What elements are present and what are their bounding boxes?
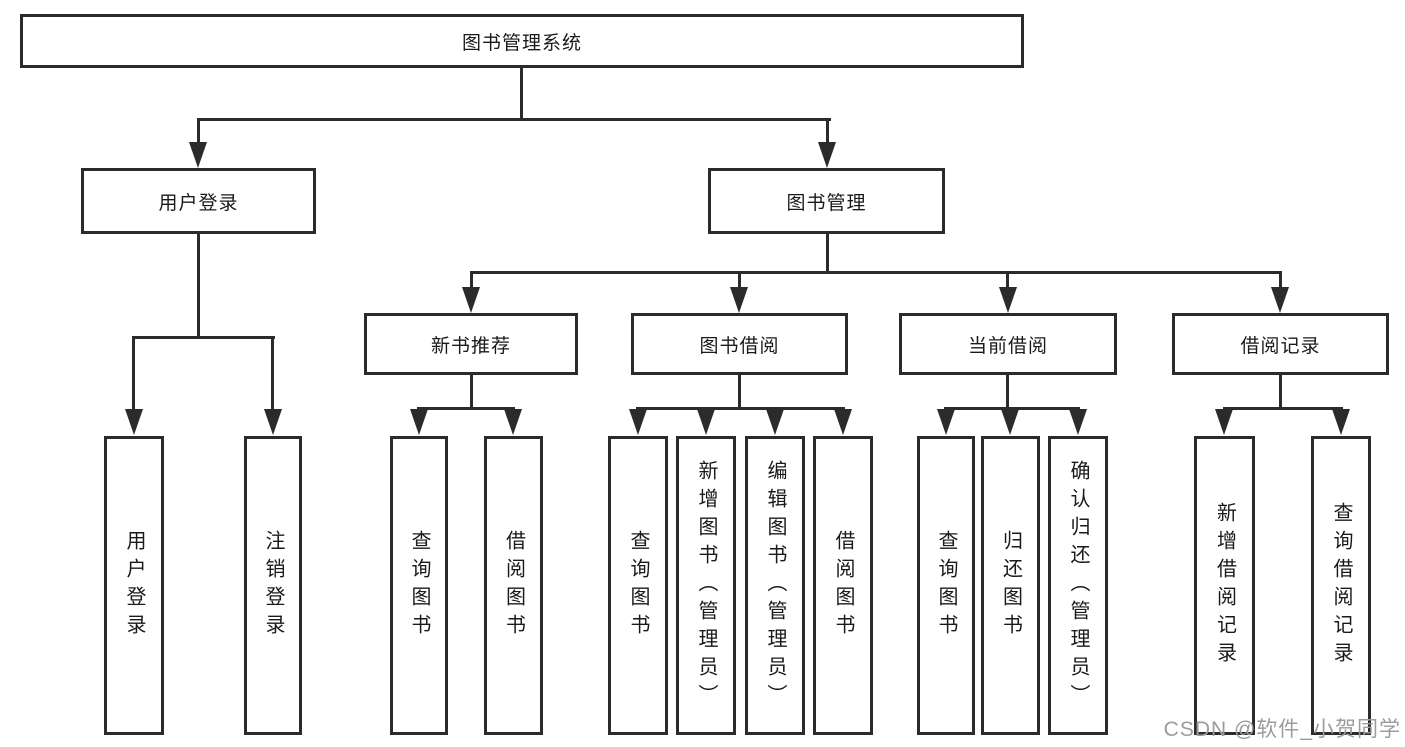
arrow-down-icon: [462, 287, 480, 313]
arrow-down-icon: [629, 409, 647, 435]
leaf-edit-book-admin-label: 编辑图书（管理员）: [764, 459, 786, 712]
leaf-borrow-books-nbr: 借阅图书: [484, 436, 543, 735]
arrow-down-icon: [1001, 409, 1019, 435]
leaf-return-books: 归还图书: [981, 436, 1040, 735]
leaf-query-borrow-record: 查询借阅记录: [1311, 436, 1371, 735]
node-user-login: 用户登录: [81, 168, 316, 234]
leaf-logout-label: 注销登录: [262, 529, 284, 642]
node-user-login-label: 用户登录: [158, 192, 239, 214]
leaf-query-books-nbr-label: 查询图书: [408, 529, 430, 642]
leaf-return-books-label: 归还图书: [999, 529, 1022, 642]
leaf-query-books-bb-label: 查询图书: [627, 529, 649, 642]
node-library-system-label: 图书管理系统: [461, 32, 582, 54]
arrow-down-icon: [1332, 409, 1350, 435]
connector-br-stem: [1279, 375, 1282, 409]
leaf-add-book-admin-label: 新增图书（管理员）: [695, 459, 717, 712]
arrow-down-icon: [1069, 409, 1087, 435]
arrow-down-icon: [125, 409, 143, 435]
connector-root-left-stub: [197, 119, 200, 143]
arrow-down-icon: [410, 409, 428, 435]
connector-book-mgmt-stub: [1006, 272, 1009, 287]
arrow-down-icon: [697, 409, 715, 435]
leaf-user-login: 用户登录: [104, 436, 164, 735]
node-borrow-records: 借阅记录: [1172, 313, 1389, 375]
connector-book-mgmt-stub: [1279, 272, 1282, 287]
arrow-down-icon: [189, 142, 207, 168]
arrow-down-icon: [766, 409, 784, 435]
arrow-down-icon: [999, 287, 1017, 313]
connector-bb-stem: [738, 375, 741, 409]
leaf-confirm-return-admin-label: 确认归还（管理员）: [1067, 459, 1089, 712]
arrow-down-icon: [1215, 409, 1233, 435]
arrow-down-icon: [504, 409, 522, 435]
node-book-borrow-label: 图书借阅: [699, 335, 780, 357]
arrow-down-icon: [730, 287, 748, 313]
arrow-down-icon: [264, 409, 282, 435]
connector-book-mgmt-stub: [738, 272, 741, 287]
connector-cb-hbar: [944, 407, 1080, 410]
connector-user-login-stem: [197, 234, 200, 338]
connector-book-mgmt-hbar: [470, 271, 1282, 274]
connector-user-login-stub: [132, 337, 135, 409]
leaf-add-borrow-record: 新增借阅记录: [1194, 436, 1255, 735]
connector-book-mgmt-stub: [470, 272, 473, 287]
leaf-query-borrow-record-label: 查询借阅记录: [1330, 501, 1352, 670]
leaf-query-books-cb-label: 查询图书: [935, 529, 957, 642]
node-current-borrow-label: 当前借阅: [967, 335, 1048, 357]
leaf-query-books-bb: 查询图书: [608, 436, 668, 735]
arrow-down-icon: [818, 142, 836, 168]
leaf-add-borrow-record-label: 新增借阅记录: [1213, 501, 1236, 670]
leaf-edit-book-admin: 编辑图书（管理员）: [745, 436, 805, 735]
node-book-borrow: 图书借阅: [631, 313, 848, 375]
arrow-down-icon: [937, 409, 955, 435]
node-new-book-recommend: 新书推荐: [364, 313, 578, 375]
leaf-query-books-nbr: 查询图书: [390, 436, 448, 735]
leaf-confirm-return-admin: 确认归还（管理员）: [1048, 436, 1108, 735]
leaf-borrow-books-bb: 借阅图书: [813, 436, 873, 735]
connector-root-right-stub: [826, 119, 829, 143]
arrow-down-icon: [834, 409, 852, 435]
node-library-system: 图书管理系统: [20, 14, 1024, 68]
connector-user-login-stub: [271, 337, 274, 409]
node-book-management: 图书管理: [708, 168, 945, 234]
arrow-down-icon: [1271, 287, 1289, 313]
connector-nbr-hbar: [417, 407, 515, 410]
connector-user-login-hbar: [132, 336, 275, 339]
leaf-query-books-cb: 查询图书: [917, 436, 975, 735]
leaf-borrow-books-nbr-label: 借阅图书: [502, 529, 525, 642]
connector-bb-hbar: [636, 407, 845, 410]
leaf-user-login-label: 用户登录: [123, 529, 145, 642]
connector-nbr-stem: [470, 375, 473, 409]
leaf-logout: 注销登录: [244, 436, 302, 735]
leaf-borrow-books-bb-label: 借阅图书: [832, 529, 854, 642]
connector-root-hbar: [197, 118, 831, 121]
leaf-add-book-admin: 新增图书（管理员）: [676, 436, 736, 735]
node-new-book-recommend-label: 新书推荐: [430, 335, 511, 357]
connector-book-mgmt-stem: [826, 234, 829, 274]
connector-root-stem: [520, 68, 523, 121]
node-book-management-label: 图书管理: [786, 192, 867, 214]
watermark: CSDN @软件_小贺同学: [1163, 718, 1401, 741]
node-borrow-records-label: 借阅记录: [1240, 335, 1321, 357]
connector-cb-stem: [1006, 375, 1009, 409]
connector-br-hbar: [1223, 407, 1343, 410]
node-current-borrow: 当前借阅: [899, 313, 1117, 375]
